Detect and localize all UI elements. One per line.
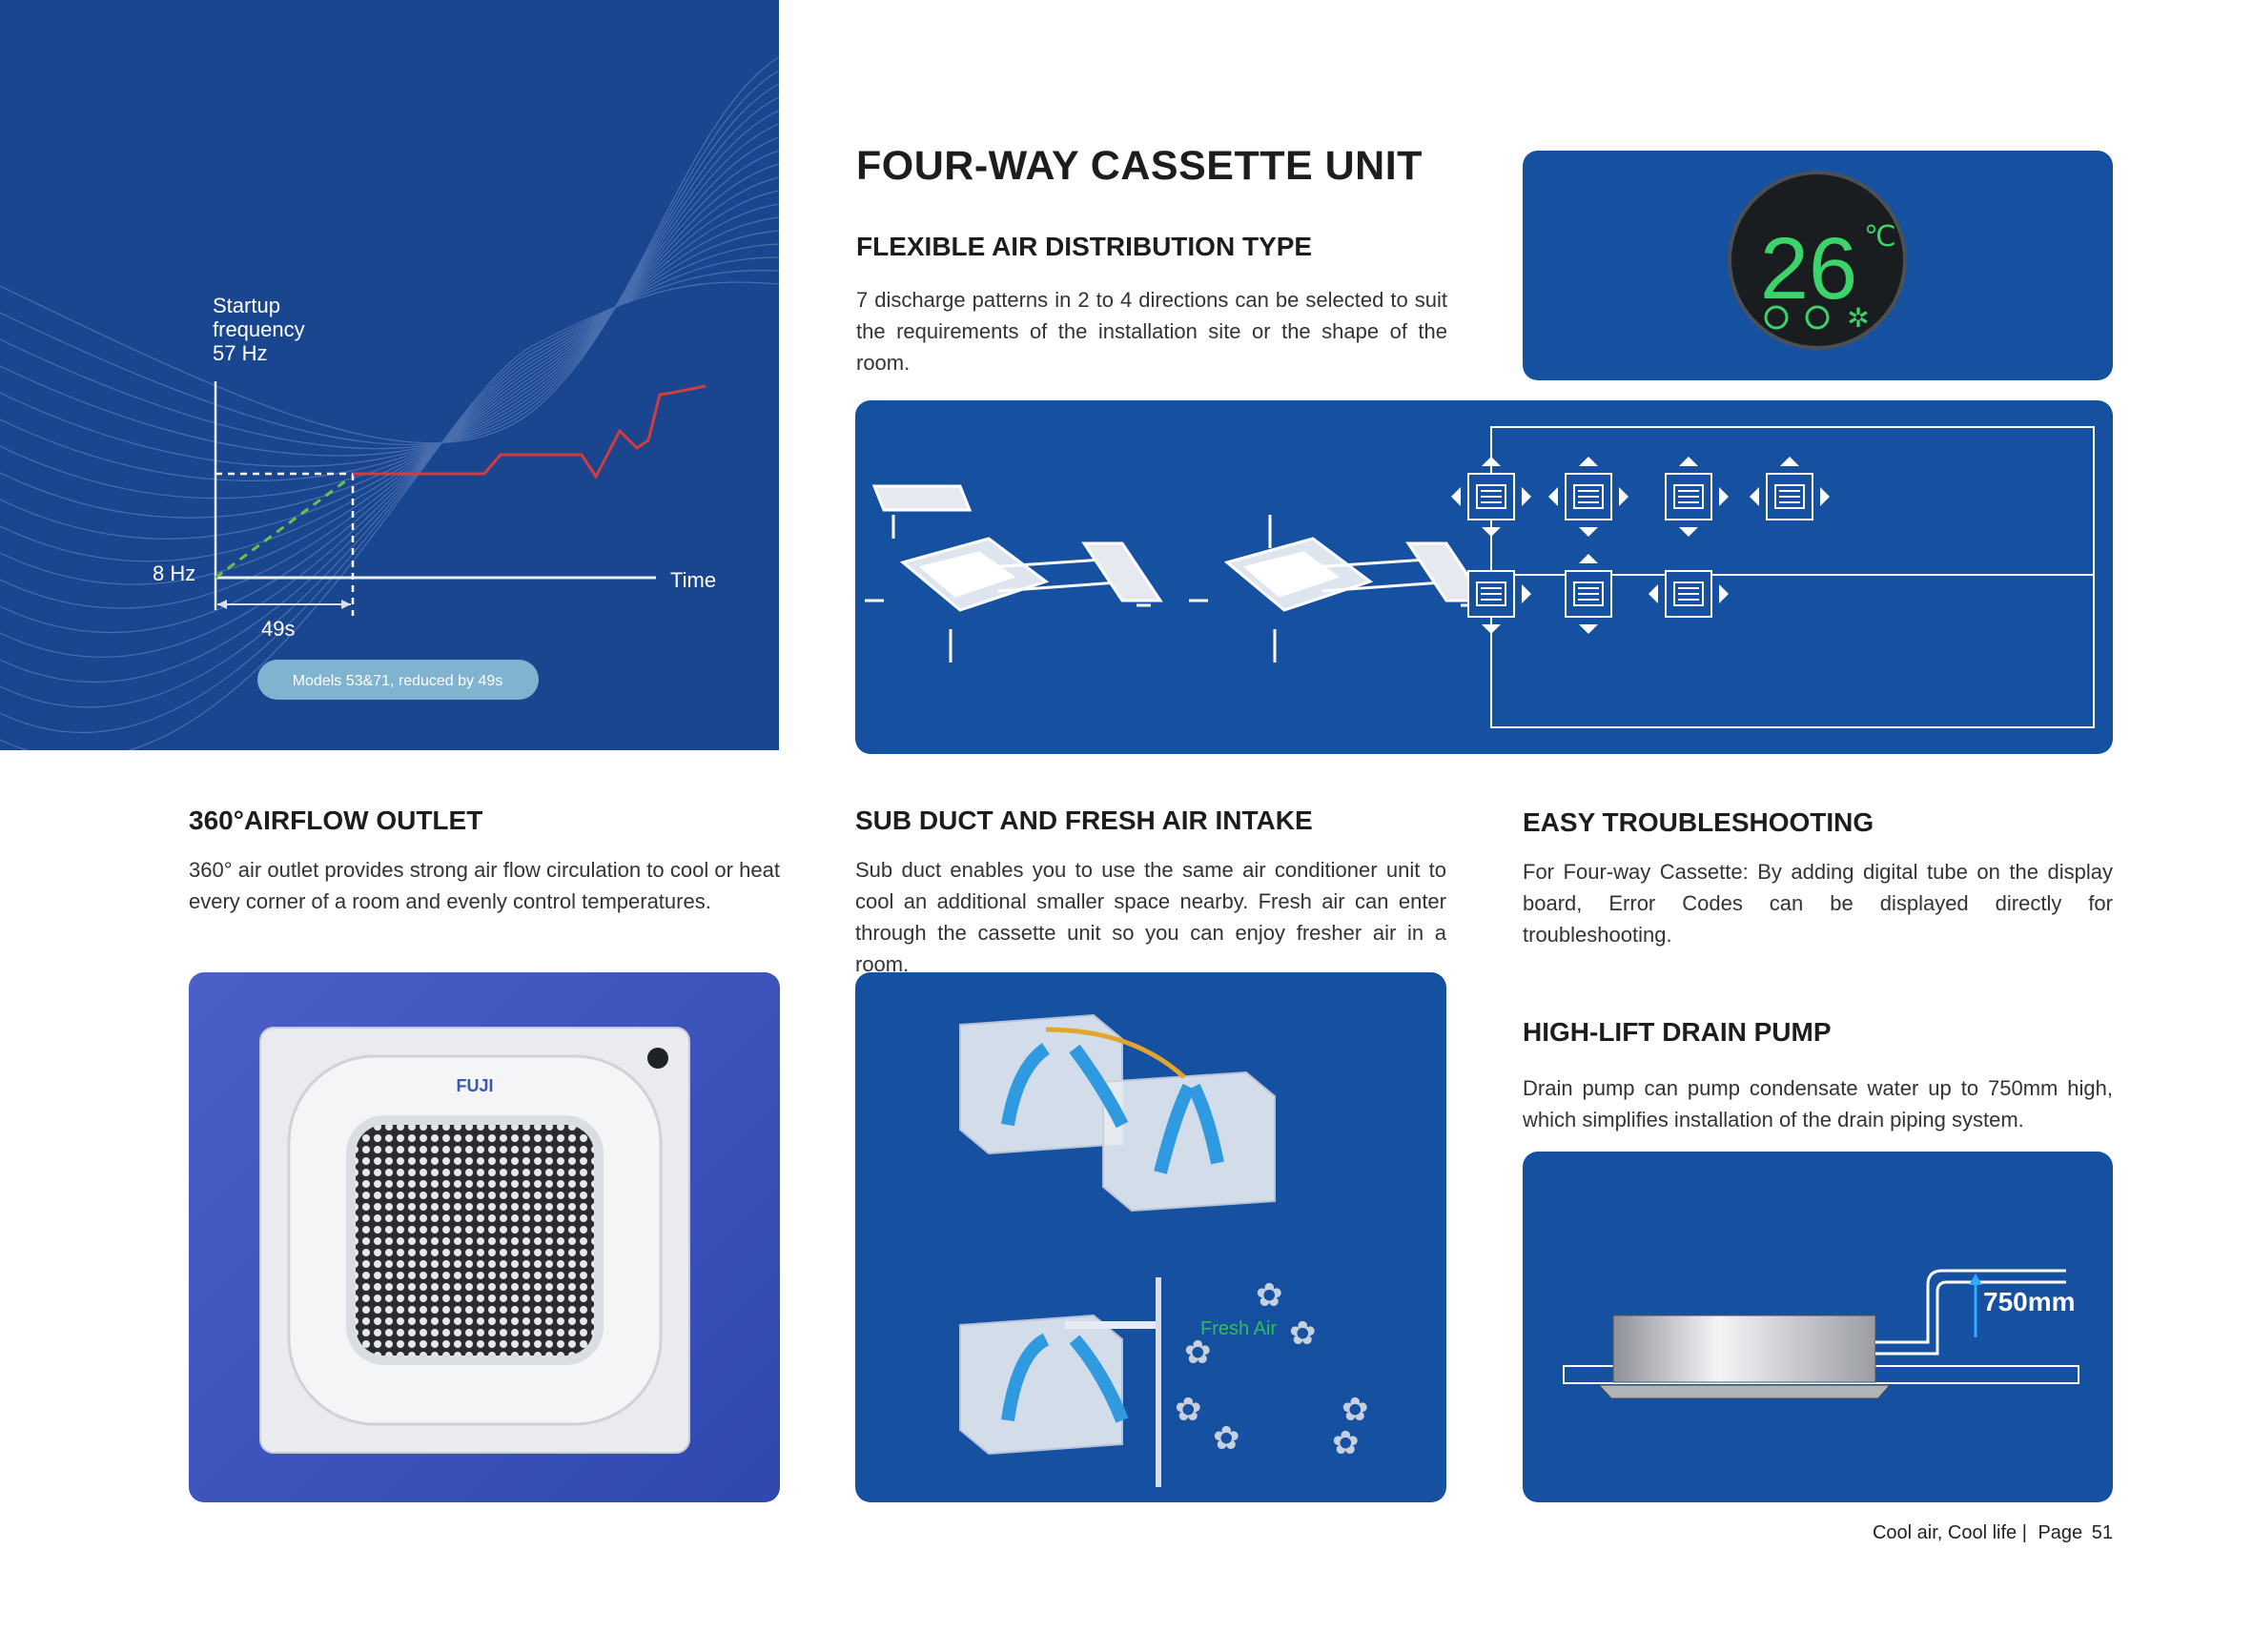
temperature-unit: ℃ [1864, 221, 1896, 253]
discharge-pattern [1565, 554, 1612, 634]
airflow-text: 360° air outlet provides strong air flow… [189, 858, 780, 913]
interval-label: 49s [261, 617, 295, 641]
cassette-unit-photo: FUJI [189, 972, 780, 1502]
y-label-line: frequency [213, 317, 305, 341]
troubleshooting-title: EASY TROUBLESHOOTING [1523, 807, 1874, 837]
y-min-label: 8 Hz [153, 561, 195, 585]
airflow-title: 360°AIRFLOW OUTLET [189, 806, 483, 835]
discharge-pattern [1451, 457, 1531, 537]
svg-text:✿: ✿ [1175, 1392, 1202, 1428]
discharge-pattern [1467, 570, 1531, 634]
snowflake-icon: ✲ [1847, 303, 1869, 333]
subduct-text: Sub duct enables you to use the same air… [855, 858, 1446, 976]
drain-pump-image: 750mm [1523, 1152, 2113, 1502]
duct-illustration-1 [865, 484, 1163, 663]
discharge-patterns-image [855, 400, 2113, 754]
drain-title: HIGH-LIFT DRAIN PUMP [1523, 1017, 1832, 1047]
startup-frequency-panel: Startup frequency 57 Hz 8 Hz Time 49s Mo… [0, 0, 779, 750]
startup-frequency-chart: Startup frequency 57 Hz 8 Hz Time 49s Mo… [0, 56, 779, 750]
models-badge-text: Models 53&71, reduced by 49s [293, 673, 503, 689]
ramp-line [215, 477, 350, 580]
brand-logo: FUJI [456, 1076, 493, 1095]
decorative-waves [0, 56, 779, 750]
svg-text:✿: ✿ [1184, 1335, 1212, 1371]
flexible-text: 7 discharge patterns in 2 to 4 direction… [856, 288, 1447, 375]
footer: Cool air, Cool life | Page 51 [1873, 1522, 2113, 1544]
footer-slogan: Cool air, Cool life | [1872, 1522, 2027, 1543]
display-board-image: 26 ℃ ✲ [1523, 151, 2113, 380]
y-label-line: 57 Hz [213, 341, 267, 365]
svg-text:✿: ✿ [1213, 1420, 1240, 1457]
fresh-air-label: Fresh Air [1200, 1318, 1277, 1339]
svg-text:✿: ✿ [1332, 1425, 1360, 1461]
display-dot [647, 1048, 668, 1069]
duct-illustration-2 [1189, 515, 1487, 663]
x-axis-label: Time [670, 568, 716, 592]
troubleshooting-text: For Four-way Cassette: By adding digital… [1523, 860, 2113, 947]
temperature-readout: 26 [1760, 220, 1857, 317]
timer-icon [1764, 305, 1789, 330]
power-icon [1805, 305, 1830, 330]
leaf-icons: ✿✿✿ ✿✿✿✿ [1175, 1277, 1369, 1461]
models-badge [257, 660, 539, 700]
page-number: 51 [2091, 1522, 2113, 1543]
y-label-line: Startup [213, 294, 280, 317]
discharge-pattern [1665, 457, 1729, 537]
subduct-title: SUB DUCT AND FRESH AIR INTAKE [855, 806, 1313, 835]
air-grille [356, 1125, 594, 1356]
discharge-pattern [1649, 570, 1729, 618]
height-label: 750mm [1983, 1287, 2076, 1316]
svg-text:✿: ✿ [1256, 1277, 1283, 1314]
discharge-pattern [1750, 457, 1830, 520]
subduct-fresh-air-image: Fresh Air ✿✿✿ ✿✿✿✿ [855, 972, 1446, 1502]
svg-text:✿: ✿ [1289, 1315, 1317, 1352]
flexible-title: FLEXIBLE AIR DISTRIBUTION TYPE [856, 232, 1313, 261]
discharge-pattern [1548, 457, 1628, 537]
drain-text: Drain pump can pump condensate water up … [1523, 1076, 2113, 1132]
page-label: Page [2038, 1522, 2083, 1543]
page-title: FOUR-WAY CASSETTE UNIT [856, 143, 1423, 189]
svg-text:✿: ✿ [1342, 1392, 1369, 1428]
frequency-line [353, 384, 707, 479]
